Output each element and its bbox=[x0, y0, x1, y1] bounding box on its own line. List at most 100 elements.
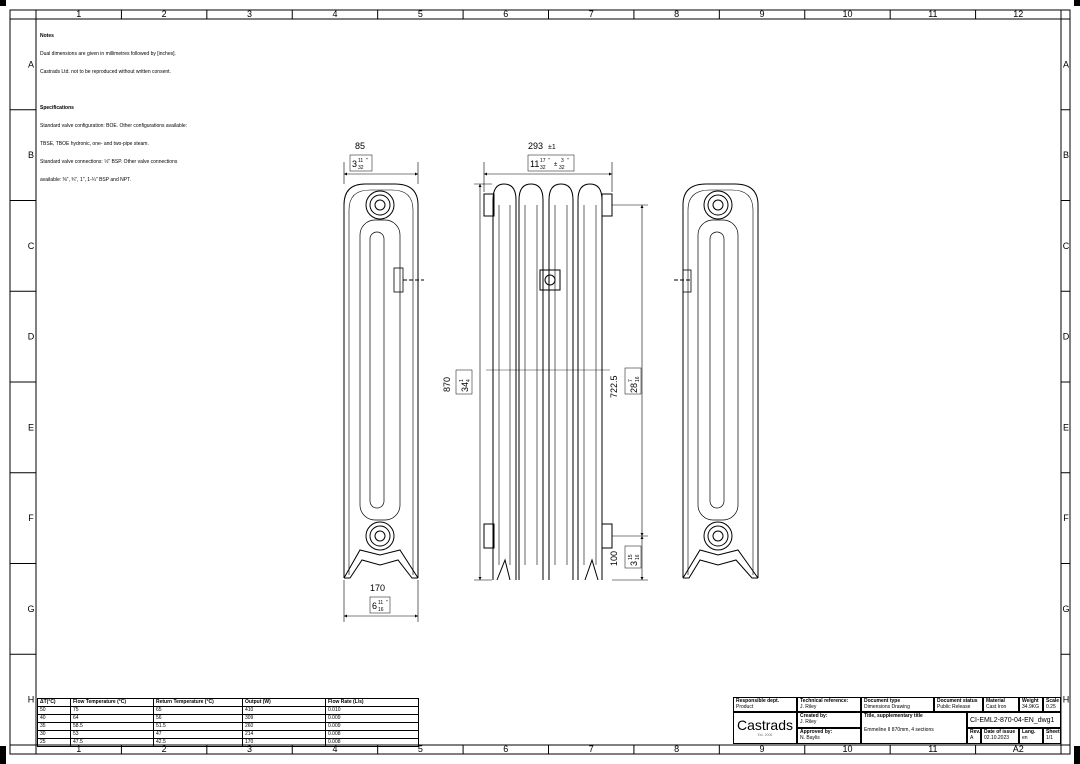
table-cell: 260 bbox=[242, 722, 326, 731]
material-value: Cast Iron bbox=[986, 704, 1007, 710]
rev-label: Rev. bbox=[970, 729, 981, 735]
grid-col-label: 6 bbox=[503, 744, 508, 754]
dim-centres-in-den: 16 bbox=[635, 376, 641, 382]
table-row: 35 58.5 51.5 260 0.009 bbox=[37, 722, 419, 731]
dim-foot-in-num: 11 bbox=[378, 600, 383, 606]
approved-label: Approved by: bbox=[800, 729, 833, 735]
table-cell: 51.5 bbox=[153, 722, 243, 731]
table-header: Return Temperature (°C) bbox=[153, 698, 243, 707]
approved-value: N. Baylis bbox=[800, 735, 820, 741]
table-cell: 170 bbox=[242, 738, 326, 747]
tech-ref-label: Technical reference: bbox=[800, 698, 849, 704]
sheet-cell: Sheet 1/1 bbox=[1043, 728, 1061, 744]
table-cell: 53 bbox=[70, 730, 154, 739]
grid-col-label: 6 bbox=[503, 9, 508, 19]
doc-status-cell: Document status Public Release bbox=[934, 697, 983, 712]
grid-row-label: B bbox=[28, 150, 34, 160]
dim-bottom-in-whole: 3 bbox=[629, 561, 639, 566]
dim-bottom-in-num: 15 bbox=[628, 554, 634, 560]
table-cell: 0.009 bbox=[325, 722, 419, 731]
spec-line: available: ⅜", ¾", 1", 1-¼" BSP and NPT. bbox=[40, 177, 131, 183]
grid-row-label: F bbox=[1063, 513, 1069, 523]
rev-cell: Rev. A bbox=[967, 728, 981, 744]
table-row: 50 75 65 410 0.010 bbox=[37, 706, 419, 715]
grid-col-label: 2 bbox=[162, 744, 167, 754]
table-row: 40 64 56 309 0.009 bbox=[37, 714, 419, 723]
grid-col-label: 11 bbox=[928, 9, 937, 19]
dimension-texts: 85 3 11 32 " 293 ±1 11 17 32 " ± 3 32 " … bbox=[349, 141, 642, 614]
table-cell: 0.010 bbox=[325, 706, 419, 715]
side-view-right bbox=[674, 183, 759, 579]
table-cell: 25 bbox=[37, 738, 71, 747]
logo-est: Est. 2006 bbox=[757, 733, 773, 737]
weight-value: 34.9KG bbox=[1022, 704, 1039, 710]
dim-centres-mm: 722.5 bbox=[609, 375, 619, 398]
notes-line: Dual dimensions are given in millimetres… bbox=[40, 51, 176, 57]
grid-col-label: 4 bbox=[332, 744, 337, 754]
svg-text:": " bbox=[548, 158, 550, 164]
notes-line: Castrads Ltd. not to be reproduced witho… bbox=[40, 69, 171, 75]
dim-depth-in-num: 11 bbox=[358, 158, 363, 164]
table-cell: 309 bbox=[242, 714, 326, 723]
weight-label: Weight bbox=[1022, 698, 1039, 704]
dim-depth-in-den: 32 bbox=[358, 165, 364, 171]
grid-col-label: 9 bbox=[760, 744, 765, 754]
grid-row-label: E bbox=[1063, 422, 1069, 432]
spec-line: Standard valve connections: ½" BSP. Othe… bbox=[40, 159, 178, 165]
grid-col-label: A2 bbox=[1013, 744, 1024, 754]
dim-bottom-mm: 100 bbox=[609, 551, 619, 566]
dim-width-mm: 293 bbox=[528, 141, 543, 151]
dim-foot-mm: 170 bbox=[370, 583, 385, 593]
grid-col-label: 2 bbox=[162, 9, 167, 19]
sheet-value: 1/1 bbox=[1046, 735, 1053, 741]
date-cell: Date of issue 02.10.2023 bbox=[981, 728, 1019, 744]
dim-width-in-den: 32 bbox=[540, 165, 546, 171]
table-cell: 56 bbox=[153, 714, 243, 723]
spec-heading: Specifications bbox=[40, 105, 74, 111]
tech-ref-value: J. Riley bbox=[800, 704, 817, 710]
dim-width-in-num: 17 bbox=[540, 158, 546, 164]
title-value: Emmeline II 870mm, 4 sections bbox=[864, 727, 934, 733]
scale-cell: Scale 0.25 bbox=[1043, 697, 1061, 712]
resp-dept-value: Product bbox=[736, 704, 754, 710]
sheet-label: Sheet bbox=[1046, 729, 1060, 735]
dim-width-in-whole: 11 bbox=[530, 159, 539, 169]
grid-col-label: 8 bbox=[674, 744, 679, 754]
grid-col-label: 3 bbox=[247, 744, 252, 754]
table-cell: 30 bbox=[37, 730, 71, 739]
dim-height-in-whole: 34 bbox=[460, 382, 470, 392]
grid-row-label: D bbox=[28, 332, 35, 342]
material-cell: Material Cast Iron bbox=[983, 697, 1019, 712]
material-label: Material bbox=[986, 698, 1005, 704]
table-cell: 214 bbox=[242, 730, 326, 739]
temperature-table: ΔT(°C) Flow Temperature (°C) Return Temp… bbox=[37, 698, 419, 747]
table-header: Flow Rate (L/s) bbox=[325, 698, 419, 707]
scale-value: 0.25 bbox=[1046, 704, 1056, 710]
spec-line: TBSE, TBOE hydronic, one- and two-pipe s… bbox=[40, 141, 149, 147]
lang-value: en bbox=[1022, 735, 1028, 741]
dim-width-tol-in-den: 32 bbox=[559, 165, 565, 171]
dim-depth-in-whole: 3 bbox=[352, 159, 357, 169]
dim-centres-in-whole: 28 bbox=[629, 383, 639, 393]
svg-text:±: ± bbox=[554, 162, 558, 168]
doc-type-label: Document type bbox=[864, 698, 901, 704]
dim-bottom-in-den: 16 bbox=[635, 554, 641, 560]
table-row: 25 47.5 42.5 170 0.008 bbox=[37, 738, 419, 747]
dim-depth-mm: 85 bbox=[355, 141, 365, 151]
dim-width-tol-in-num: 3 bbox=[561, 158, 564, 164]
scale-label: Scale bbox=[1046, 698, 1060, 704]
resp-dept-label: Responsible dept. bbox=[736, 698, 780, 704]
grid-row-label: A bbox=[1063, 59, 1069, 69]
dim-centres-in-num: 7 bbox=[628, 379, 634, 382]
svg-text:": " bbox=[366, 158, 368, 164]
grid-row-label: F bbox=[28, 513, 34, 523]
grid-col-label: 1 bbox=[76, 9, 81, 19]
spec-line: Standard valve configuration: BOE. Other… bbox=[40, 123, 188, 129]
grid-col-label: 12 bbox=[1013, 9, 1023, 19]
grid-col-label: 1 bbox=[76, 744, 81, 754]
table-header: Flow Temperature (°C) bbox=[70, 698, 154, 707]
title-block: Responsible dept. Product Castrads Est. … bbox=[733, 697, 1061, 744]
lang-label: Lang. bbox=[1022, 729, 1036, 735]
